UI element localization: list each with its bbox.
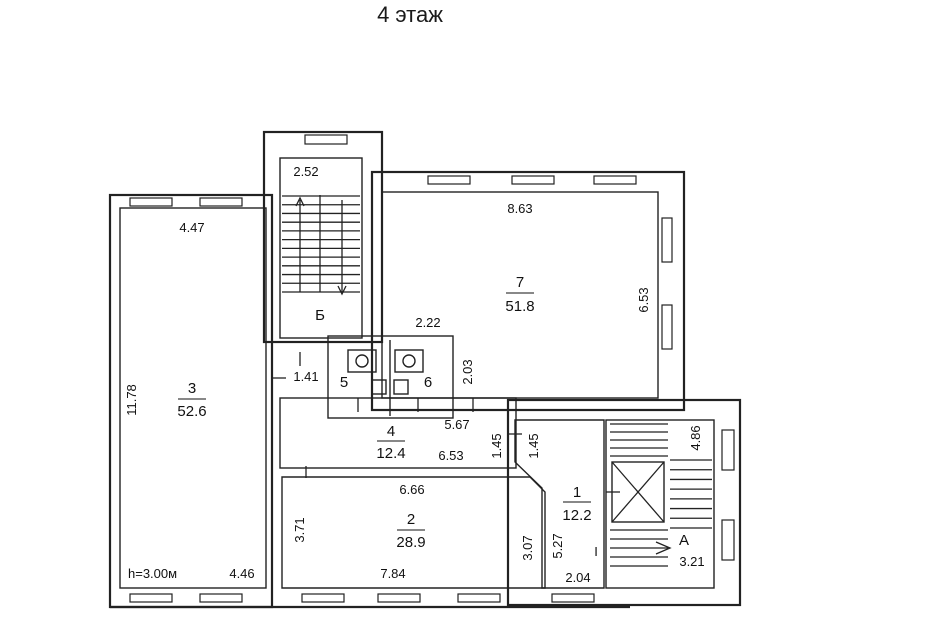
room-7-inner-wall bbox=[381, 191, 659, 399]
stair-b-inner-wall bbox=[279, 157, 363, 339]
ceiling-height-label: h=3.00м bbox=[128, 566, 177, 581]
window bbox=[377, 593, 421, 603]
corridor-4-wall bbox=[279, 397, 517, 469]
stair-b-arrowhead bbox=[337, 285, 347, 296]
window bbox=[593, 175, 637, 185]
room-3-area: 52.6 bbox=[177, 403, 206, 420]
room-1-area: 12.2 bbox=[562, 507, 591, 524]
room-3-inner-wall bbox=[119, 207, 267, 589]
dim-2-22: 2.22 bbox=[415, 315, 440, 330]
dim-7-84: 7.84 bbox=[380, 566, 405, 581]
dim-4-47: 4.47 bbox=[179, 220, 204, 235]
room-7-number: 7 bbox=[516, 274, 524, 291]
toilet-icon bbox=[402, 354, 416, 368]
room-2-number: 2 bbox=[407, 511, 415, 528]
toilet-icon bbox=[355, 354, 369, 368]
dim-4-46: 4.46 bbox=[229, 566, 254, 581]
window bbox=[551, 593, 595, 603]
dim-5-67: 5.67 bbox=[444, 417, 469, 432]
dim-4-86: 4.86 bbox=[688, 425, 703, 450]
dim-3-21: 3.21 bbox=[679, 554, 704, 569]
window bbox=[129, 593, 173, 603]
door-marks bbox=[272, 352, 522, 478]
dim-1-45-left: 1.45 bbox=[489, 433, 504, 458]
toilet-icon bbox=[394, 349, 424, 373]
room-6-number: 6 bbox=[424, 374, 432, 391]
window bbox=[427, 175, 471, 185]
elevator-cross bbox=[611, 461, 665, 523]
dim-6-53-horizontal: 6.53 bbox=[438, 448, 463, 463]
window bbox=[301, 593, 345, 603]
room-1-wall bbox=[514, 419, 605, 589]
room-2-wall bbox=[281, 476, 546, 589]
stair-a-arrowhead bbox=[655, 541, 672, 555]
window bbox=[199, 593, 243, 603]
window bbox=[661, 217, 673, 263]
window bbox=[457, 593, 501, 603]
stair-b-steps bbox=[282, 195, 360, 293]
toilets-block-wall bbox=[327, 335, 454, 419]
window bbox=[304, 134, 348, 145]
window bbox=[129, 197, 173, 207]
room-7-area: 51.8 bbox=[505, 298, 534, 315]
stair-b-arrowhead bbox=[295, 196, 305, 207]
room-1-number: 1 bbox=[573, 484, 581, 501]
sink-icon bbox=[371, 379, 387, 395]
window bbox=[721, 519, 735, 561]
room-7-outer-wall bbox=[370, 170, 686, 412]
dim-2-03: 2.03 bbox=[460, 359, 475, 384]
stair-b-label: Б bbox=[315, 307, 325, 324]
dim-2-04: 2.04 bbox=[565, 570, 590, 585]
stair-a-steps bbox=[610, 423, 712, 567]
stair-a-wall bbox=[605, 419, 715, 589]
room-5-number: 5 bbox=[340, 374, 348, 391]
dim-1-41: 1.41 bbox=[293, 369, 318, 384]
dim-2-52: 2.52 bbox=[293, 164, 318, 179]
stair-a bbox=[606, 423, 712, 567]
window bbox=[511, 175, 555, 185]
dimension-labels: 4.47 11.78 4.46 2.52 8.63 6.53 2.22 2.03… bbox=[124, 164, 705, 585]
sink-icon bbox=[393, 379, 409, 395]
east-block-outer-wall bbox=[506, 398, 742, 607]
dim-11-78: 11.78 bbox=[124, 384, 139, 416]
dim-1-45-right: 1.45 bbox=[526, 433, 541, 458]
window bbox=[661, 304, 673, 350]
toilet-icon bbox=[347, 349, 377, 373]
room-4-number: 4 bbox=[387, 423, 395, 440]
room-1-mark: I bbox=[594, 544, 598, 559]
dim-6-66: 6.66 bbox=[399, 482, 424, 497]
floor-title: 4 этаж bbox=[377, 2, 443, 27]
dim-5-27: 5.27 bbox=[550, 533, 565, 558]
room-2-area: 28.9 bbox=[396, 534, 425, 551]
stair-a-label: А bbox=[679, 532, 689, 549]
dim-3-71: 3.71 bbox=[292, 517, 307, 542]
dim-6-53-vertical: 6.53 bbox=[636, 287, 651, 312]
walls bbox=[108, 130, 742, 609]
toilet-fixtures bbox=[347, 349, 424, 395]
window bbox=[199, 197, 243, 207]
room-3-number: 3 bbox=[188, 380, 196, 397]
dim-8-63: 8.63 bbox=[507, 201, 532, 216]
stair-b bbox=[282, 195, 360, 296]
dim-3-07: 3.07 bbox=[520, 535, 535, 560]
windows bbox=[129, 134, 735, 603]
room-labels: 3 52.6 7 51.8 4 12.4 2 28.9 1 12.2 5 6 Б… bbox=[128, 274, 689, 581]
window bbox=[721, 429, 735, 471]
room-4-area: 12.4 bbox=[376, 445, 405, 462]
